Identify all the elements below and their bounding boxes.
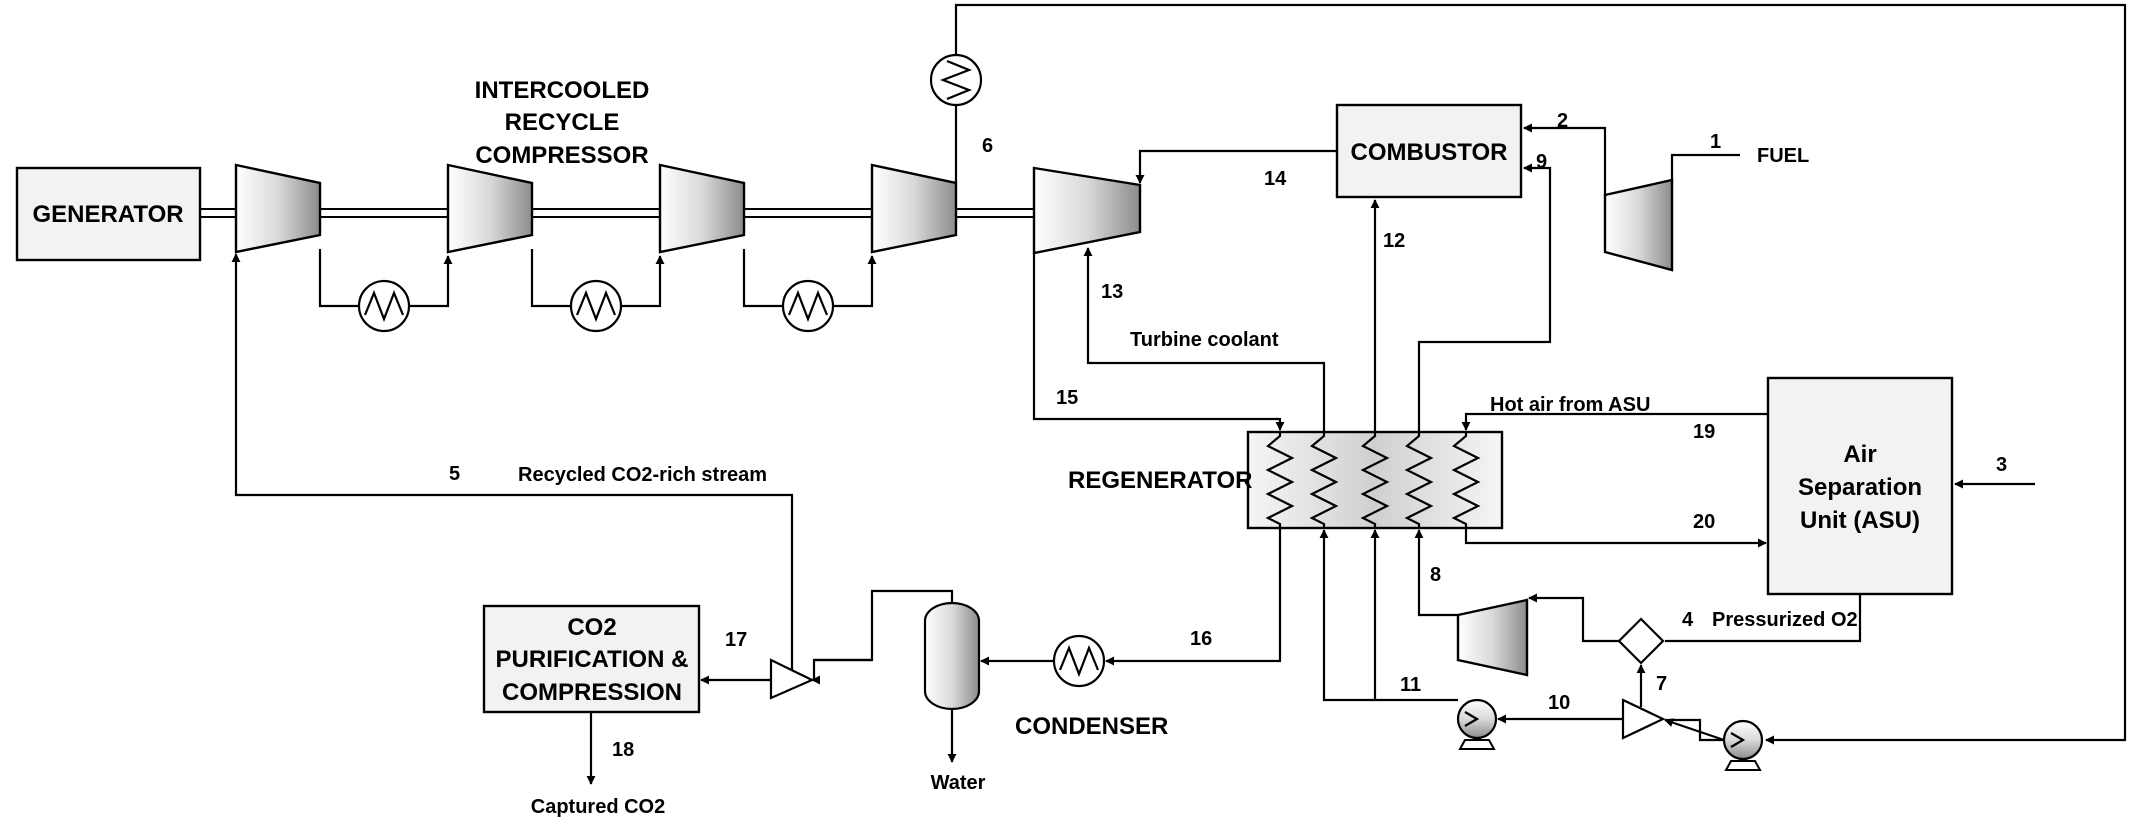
intercooler-3-icon [781, 279, 835, 333]
text-labels: FUEL Turbine coolant Hot air from ASU Re… [518, 145, 1858, 818]
combustor-block: COMBUSTOR [1335, 103, 1523, 199]
intercooler-2-icon [569, 279, 623, 333]
fuel-compressor [1603, 178, 1674, 272]
stream-6: 6 [982, 135, 993, 157]
compressor-title-line-1: INTERCOOLED [475, 77, 650, 104]
compressor-title-line-3: COMPRESSOR [475, 142, 648, 169]
shaft [200, 208, 1034, 218]
asu-label-line-1: Air [1843, 441, 1876, 468]
stream-2: 2 [1557, 110, 1568, 132]
pump-1 [1456, 698, 1498, 750]
stream-17: 17 [725, 629, 747, 651]
asu-label-line-3: Unit (ASU) [1800, 507, 1920, 534]
intercooler-1-icon [357, 279, 411, 333]
regenerator-label: REGENERATOR [1068, 467, 1252, 494]
hot-air-label: Hot air from ASU [1490, 394, 1650, 416]
stream-numbers: 1 2 3 4 5 6 7 8 9 10 11 12 13 14 15 16 1… [449, 110, 2007, 761]
stream-7: 7 [1656, 673, 1667, 695]
stream-1: 1 [1710, 131, 1721, 153]
turbine-coolant-label: Turbine coolant [1130, 329, 1279, 351]
separator-vessel [923, 601, 981, 711]
regenerator-block [1246, 430, 1504, 530]
intercooler-loops [318, 249, 877, 308]
stream-3: 3 [1996, 454, 2007, 476]
asu-block: Air Separation Unit (ASU) [1766, 376, 1954, 596]
stream-5: 5 [449, 463, 460, 485]
splitter-o2 [1621, 698, 1666, 740]
stream-20: 20 [1693, 511, 1715, 533]
co2-purification-line-3: COMPRESSION [502, 679, 682, 706]
co2-purification-line-2: PURIFICATION & [496, 646, 689, 673]
stream-16: 16 [1190, 628, 1212, 650]
condenser-icon [1052, 634, 1106, 688]
stream-9: 9 [1536, 151, 1547, 173]
stream-10: 10 [1548, 692, 1570, 714]
water-label: Water [931, 772, 986, 794]
generator-label: GENERATOR [32, 201, 183, 228]
captured-co2-label: Captured CO2 [531, 796, 665, 818]
generator-block: GENERATOR [15, 166, 202, 262]
compressor-title-line-2: RECYCLE [505, 109, 620, 136]
combustor-label: COMBUSTOR [1351, 139, 1508, 166]
co2-purification-line-1: CO2 [567, 614, 616, 641]
mixer-diamond [1617, 617, 1665, 665]
pump-2 [1722, 719, 1764, 771]
stream-8: 8 [1430, 564, 1441, 586]
stream-19: 19 [1693, 421, 1715, 443]
co2-purification-block: CO2 PURIFICATION & COMPRESSION [482, 604, 701, 714]
splitter-recycle [769, 658, 815, 700]
compressor-title: INTERCOOLED RECYCLE COMPRESSOR [475, 77, 650, 169]
stream-4: 4 [1682, 609, 1694, 631]
pressurized-o2-label: Pressurized O2 [1712, 609, 1858, 631]
fuel-label: FUEL [1757, 145, 1809, 167]
recycled-stream-label: Recycled CO2-rich stream [518, 464, 767, 486]
stream-11: 11 [1400, 674, 1421, 696]
stream-lines [231, 3, 2127, 785]
condenser-label: CONDENSER [1015, 713, 1168, 740]
stream-15: 15 [1056, 387, 1078, 409]
asu-label-line-2: Separation [1798, 474, 1922, 501]
compressor-stage-1 [234, 163, 322, 254]
stream-14: 14 [1264, 168, 1287, 190]
stream-18: 18 [612, 739, 634, 761]
turbine [1032, 166, 1142, 255]
stream-13: 13 [1101, 281, 1123, 303]
compressor-stage-3 [658, 163, 746, 254]
compressor-stage-2 [446, 163, 534, 254]
o2-compressor [1456, 598, 1529, 677]
stream-12: 12 [1383, 230, 1405, 252]
compressor-stage-4 [870, 163, 958, 254]
aftercooler-icon [929, 53, 983, 107]
